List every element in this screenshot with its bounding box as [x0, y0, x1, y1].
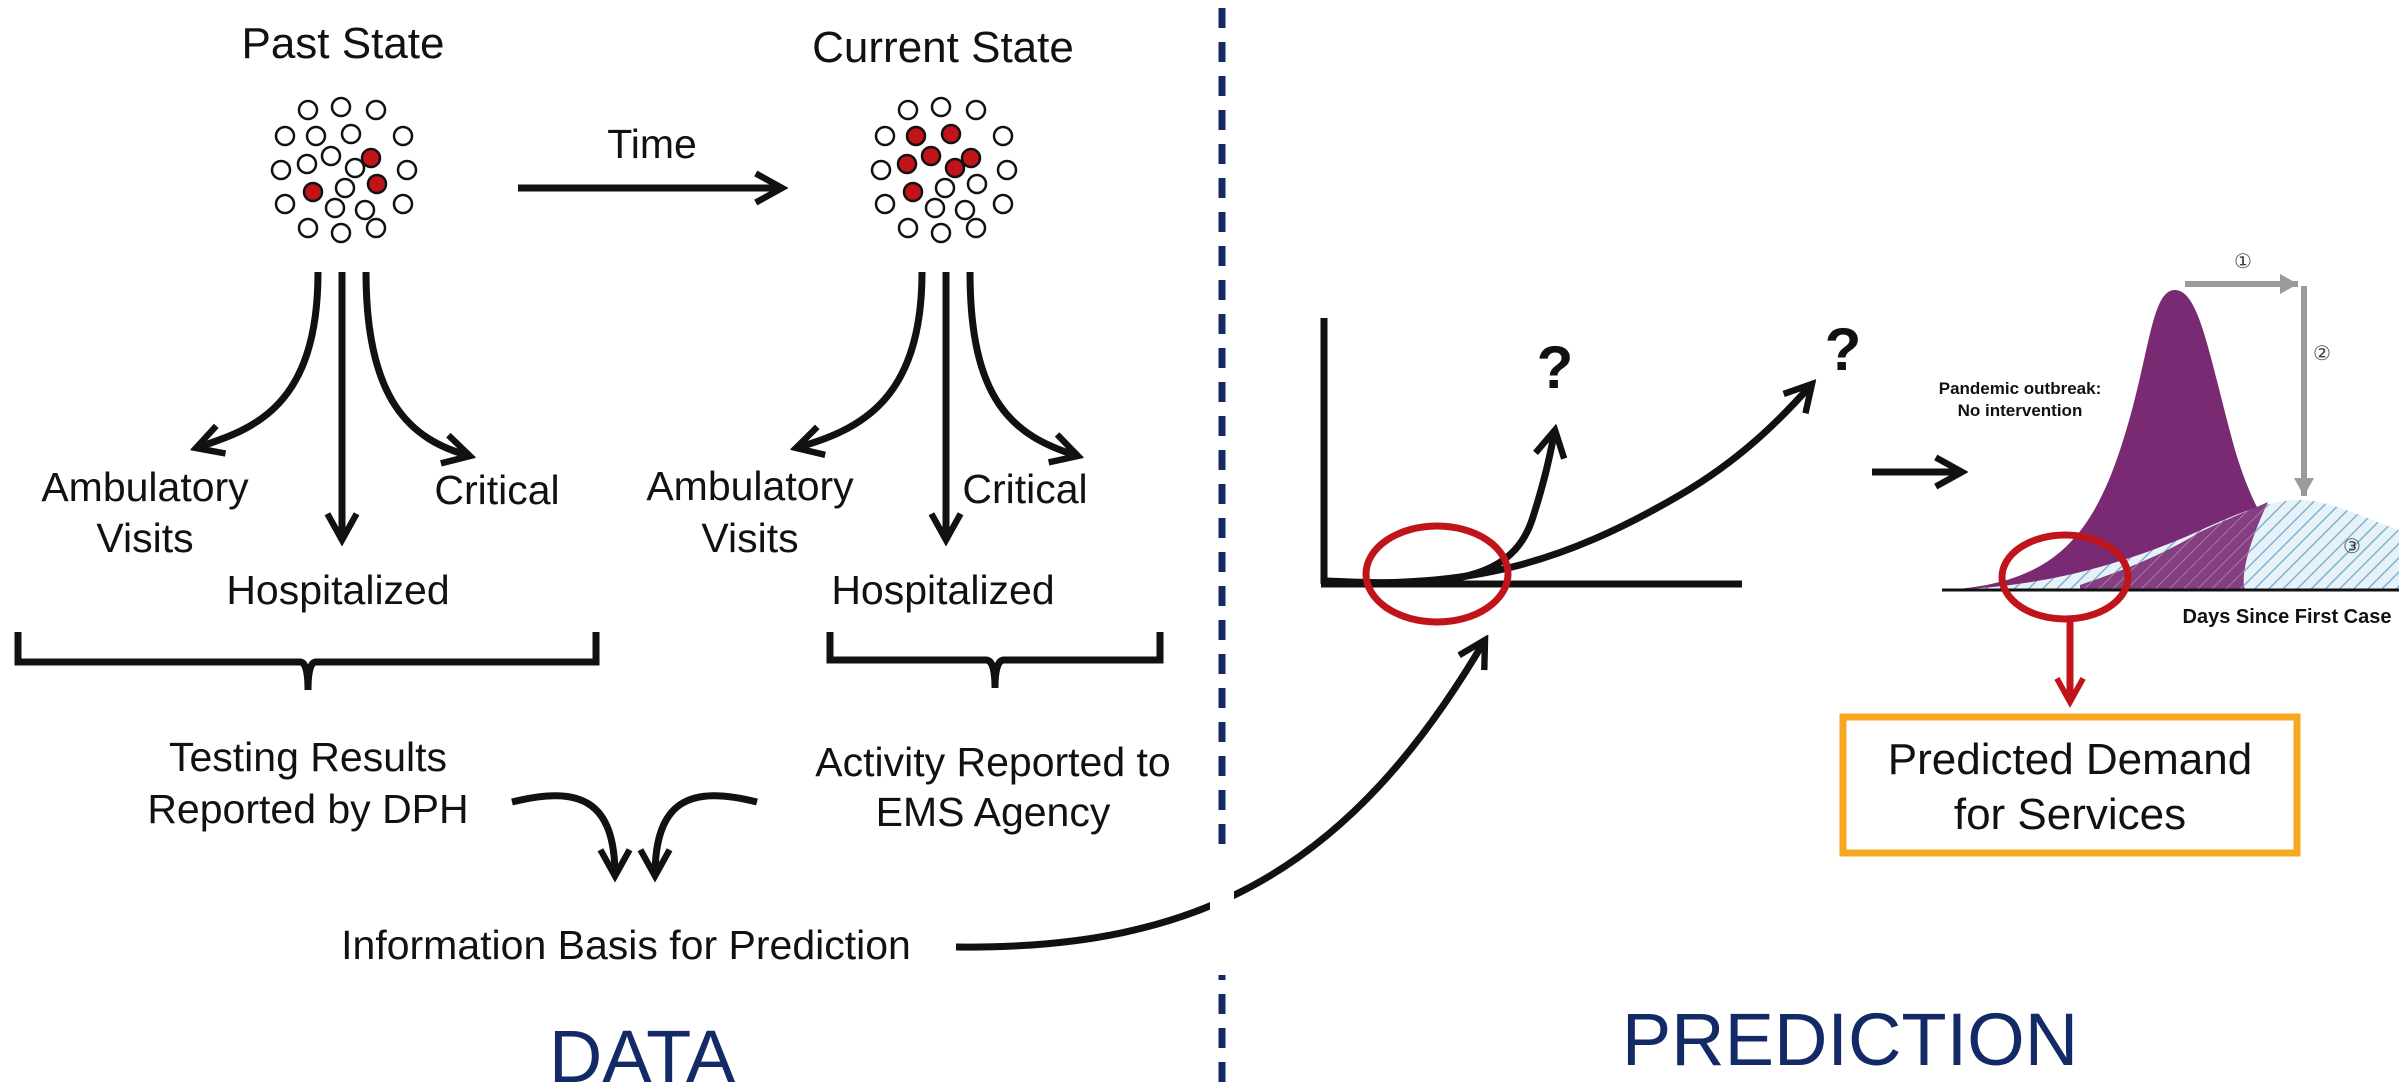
divider-gap — [1210, 845, 1234, 975]
past-ambulatory-arrow — [196, 271, 322, 448]
past-brace — [14, 632, 600, 691]
healthy-dot — [954, 199, 976, 221]
curve-overlap — [2080, 502, 2268, 590]
healthy-dot — [274, 125, 296, 147]
demand-label-2: for Services — [1954, 790, 2186, 839]
infected-dot — [905, 125, 927, 147]
healthy-dot — [297, 217, 319, 239]
marker-3: ③ — [2343, 536, 2361, 558]
current-ambulatory-label-2: Visits — [701, 515, 798, 561]
infected-dot — [940, 123, 962, 145]
healthy-dot — [305, 125, 327, 147]
past-ambulatory-label-2: Visits — [96, 515, 193, 561]
info-basis-label: Information Basis for Prediction — [341, 922, 911, 968]
curve-label-2: No intervention — [1958, 401, 2083, 420]
infected-dot — [920, 145, 942, 167]
no-intervention-curve — [1942, 290, 2395, 590]
data-section: Past State Current State Time Ambulatory… — [14, 19, 1485, 1085]
healthy-dot — [344, 157, 366, 179]
predicted-demand-box — [1839, 713, 2301, 857]
current-ambulatory-arrow — [796, 271, 926, 448]
activity-label-1: Activity Reported to — [815, 739, 1171, 785]
current-hospitalized-label: Hospitalized — [831, 567, 1054, 613]
infected-dot — [302, 181, 324, 203]
healthy-dot — [930, 96, 952, 118]
info-to-prediction-arrow — [955, 640, 1485, 951]
infected-dot — [360, 147, 382, 169]
healthy-dot — [365, 217, 387, 239]
epidemic-curves-graphic: Pandemic outbreak: No intervention ① ② ③… — [1939, 251, 2399, 628]
healthy-dot — [966, 173, 988, 195]
healthy-dot — [870, 159, 892, 181]
sketch-fast-growth-arrow — [1325, 430, 1555, 587]
healthy-dot — [897, 217, 919, 239]
activity-label-2: EMS Agency — [876, 789, 1111, 835]
healthy-dot — [274, 193, 296, 215]
question-mark-2: ? — [1825, 316, 1862, 383]
curve-label-1: Pandemic outbreak: — [1939, 379, 2102, 398]
sketch-slow-growth-arrow — [1325, 384, 1812, 587]
testing-label-2: Reported by DPH — [147, 786, 468, 832]
past-ambulatory-label-1: Ambulatory — [41, 464, 249, 510]
current-brace — [826, 632, 1164, 689]
past-state-title: Past State — [241, 19, 444, 68]
healthy-dot — [396, 159, 418, 181]
healthy-dot — [330, 222, 352, 244]
healthy-dot — [392, 125, 414, 147]
past-population-icon — [270, 96, 418, 244]
healthy-dot — [354, 199, 376, 221]
demand-label-1: Predicted Demand — [1888, 735, 2252, 784]
infected-dot — [896, 153, 918, 175]
healthy-dot — [965, 99, 987, 121]
healthy-dot — [992, 125, 1014, 147]
x-axis-label: Days Since First Case — [2183, 606, 2392, 628]
data-section-label: DATA — [549, 1015, 736, 1085]
activity-merge-arrow — [655, 792, 758, 876]
healthy-dot — [874, 125, 896, 147]
healthy-dot — [320, 145, 342, 167]
current-population-icon — [870, 96, 1018, 244]
healthy-dot — [297, 99, 319, 121]
healthy-dot — [996, 159, 1018, 181]
healthy-dot — [296, 153, 318, 175]
healthy-dot — [330, 96, 352, 118]
infected-dot — [902, 181, 924, 203]
infected-dot — [944, 157, 966, 179]
infected-dot — [366, 173, 388, 195]
past-hospitalized-label: Hospitalized — [226, 567, 449, 613]
healthy-dot — [270, 159, 292, 181]
testing-merge-arrow — [511, 792, 615, 876]
healthy-dot — [934, 177, 956, 199]
infected-dot — [960, 147, 982, 169]
healthy-dot — [965, 217, 987, 239]
healthy-dot — [340, 123, 362, 145]
healthy-dot — [334, 177, 356, 199]
testing-label-1: Testing Results — [169, 734, 447, 780]
healthy-dot — [992, 193, 1014, 215]
healthy-dot — [924, 197, 946, 219]
curve-focus-circle — [1998, 531, 2132, 623]
sketch-focus-circle — [1362, 522, 1512, 626]
current-ambulatory-label-1: Ambulatory — [646, 463, 854, 509]
past-critical-label: Critical — [434, 467, 559, 513]
prediction-section: ? ? Pandemic outbreak: No intervention ①… — [1320, 251, 2399, 1081]
healthy-dot — [874, 193, 896, 215]
question-mark-1: ? — [1537, 334, 1574, 401]
prediction-section-label: PREDICTION — [1622, 998, 2078, 1081]
healthy-dot — [392, 193, 414, 215]
healthy-dot — [324, 197, 346, 219]
past-critical-arrow — [362, 271, 470, 456]
current-critical-arrow — [966, 271, 1078, 456]
marker-2: ② — [2313, 343, 2331, 365]
healthy-dot — [897, 99, 919, 121]
marker-1: ① — [2234, 251, 2252, 273]
healthy-dot — [930, 222, 952, 244]
flattened-curve — [1942, 500, 2399, 590]
current-critical-label: Critical — [962, 466, 1087, 512]
current-state-title: Current State — [812, 23, 1074, 72]
healthy-dot — [365, 99, 387, 121]
time-label: Time — [607, 121, 697, 167]
